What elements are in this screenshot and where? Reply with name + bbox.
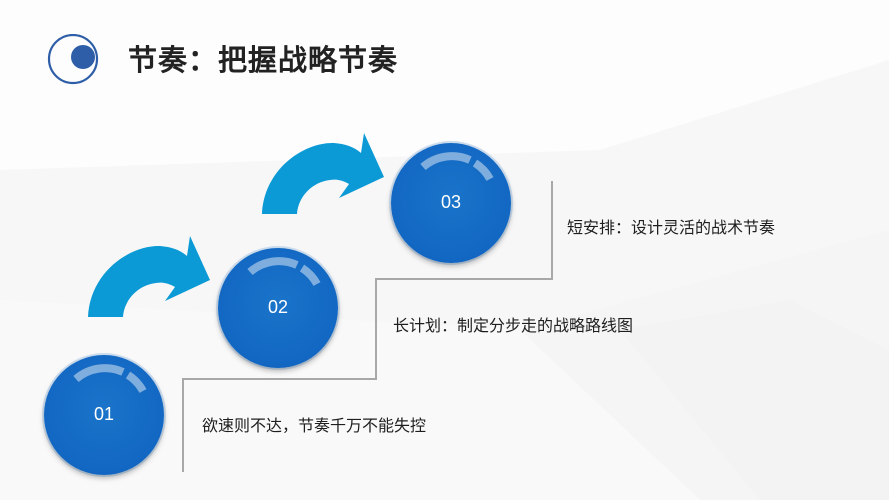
curved-arrow-icon	[88, 236, 210, 317]
step-number: 01	[93, 404, 115, 424]
gloss-arc-icon	[420, 152, 494, 182]
step-circle-01: 01	[44, 355, 164, 475]
step-circle-02: 02	[218, 248, 338, 368]
step-text-02: 长计划：制定分步走的战略路线图	[393, 316, 634, 335]
gloss-arc-icon	[247, 257, 321, 287]
target-dot-icon	[47, 34, 99, 85]
step-text-03: 短安排：设计灵活的战术节奏	[567, 218, 776, 237]
curved-arrow-icon	[262, 133, 384, 214]
step-number: 02	[267, 297, 289, 317]
step-text-01: 欲速则不达，节奏千万不能失控	[202, 416, 427, 435]
step-circle-03: 03	[391, 143, 511, 263]
gloss-arc-icon	[73, 364, 147, 394]
step-number: 03	[440, 192, 462, 212]
page-title: 节奏：把握战略节奏	[128, 43, 399, 77]
